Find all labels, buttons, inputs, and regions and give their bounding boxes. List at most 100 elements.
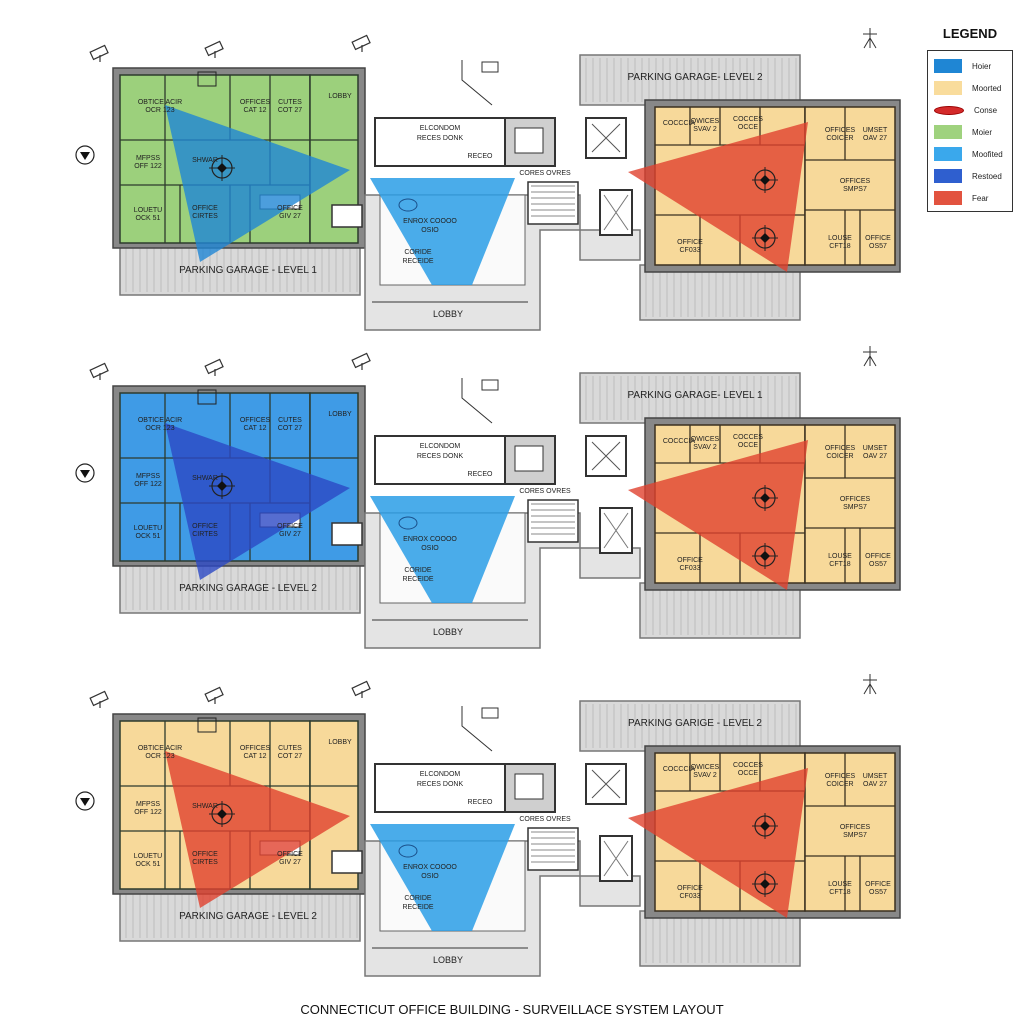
- room-label: ELCONDOM: [420, 771, 461, 778]
- room-label: OBTICE ACIR: [138, 417, 182, 424]
- room-label: COT 27: [278, 753, 302, 760]
- antenna-tower-icon: [863, 28, 877, 49]
- room-label: CIRTES: [192, 213, 218, 220]
- room-label: ENROX COOOO: [403, 218, 457, 225]
- room-label: OSIO: [421, 873, 439, 880]
- room-label: OCR 123: [145, 753, 174, 760]
- lobby-label: LOBBY: [433, 627, 463, 637]
- room-label: LOUETU: [134, 207, 162, 214]
- right-garage-label: PARKING GARAGE- LEVEL 1: [627, 390, 762, 401]
- room-label: RECEO: [468, 799, 493, 806]
- stairwell: [527, 827, 579, 871]
- camera-body: [89, 690, 109, 707]
- legend-item: Moier: [934, 125, 992, 139]
- room-label: OFFICES: [840, 178, 871, 185]
- legend-item: Hoier: [934, 59, 991, 73]
- room-label: ENROX COOOO: [403, 536, 457, 543]
- legend-swatch: [934, 105, 964, 115]
- room-label: SMPS7: [843, 504, 867, 511]
- elevator-cross: [591, 123, 621, 153]
- room-label: LOUETU: [134, 525, 162, 532]
- camera-core: [760, 821, 770, 831]
- camera-body: [204, 686, 224, 703]
- room-label: GIV 27: [279, 859, 301, 866]
- room-label: OFFICES: [840, 824, 871, 831]
- compass-icon: [75, 145, 95, 165]
- room-label: OFFICE: [192, 851, 218, 858]
- room-label: OFFICES: [240, 417, 271, 424]
- lobby-camera-icon: [398, 198, 418, 212]
- room-label: OFFICE: [192, 205, 218, 212]
- room-label: OFF 122: [134, 809, 162, 816]
- security-desk: [331, 850, 363, 874]
- room-label: OCR 123: [145, 425, 174, 432]
- security-camera-icon: [204, 686, 224, 704]
- right-wing-offices-east: [804, 752, 896, 912]
- room-label: OCCE: [738, 124, 759, 131]
- right-garage-label: PARKING GARAGE- LEVEL 2: [627, 72, 762, 83]
- elevator-cross: [603, 840, 629, 877]
- cable-line: [461, 706, 493, 752]
- room-label: CAT 12: [243, 753, 266, 760]
- room-label: LOUSE: [828, 553, 852, 560]
- legend-swatch: [934, 81, 962, 95]
- room-label: COCCCIA: [663, 120, 696, 127]
- room-label: RECES DONK: [417, 453, 464, 460]
- room-label: OFFICE: [865, 235, 891, 242]
- right-wing-offices-east: [804, 424, 896, 584]
- network-device-icon: [481, 379, 499, 391]
- stairwell: [527, 499, 579, 543]
- room-label: SHWAR: [192, 803, 218, 810]
- room-label: CAT 12: [243, 107, 266, 114]
- legend-label: Restoed: [972, 171, 1002, 181]
- elevator-cross: [591, 769, 621, 799]
- room-label: OFFICE: [677, 885, 703, 892]
- lobby-label: LOBBY: [433, 955, 463, 965]
- dome-camera-icon: [752, 871, 778, 897]
- camera-body: [351, 34, 371, 51]
- lobby-camera-coverage-cone: [370, 496, 515, 603]
- room-label: OFFICE: [277, 205, 303, 212]
- room-label: OFFICES: [240, 99, 271, 106]
- room-label: SVAV 2: [693, 444, 717, 451]
- room-label: OFFICES: [240, 745, 271, 752]
- right-camera-coverage-cone: [628, 122, 808, 272]
- right-parking-garage-bottom: [639, 582, 801, 639]
- room-label: ELCONDOM: [420, 125, 461, 132]
- legend-label: Moofited: [972, 149, 1003, 159]
- room-label: RECES DONK: [417, 135, 464, 142]
- stair-icon: [197, 71, 217, 87]
- elevator-icon: [514, 445, 544, 472]
- security-camera-icon: [89, 362, 109, 380]
- security-camera-icon: [89, 690, 109, 708]
- lobby-camera-icon: [398, 844, 418, 858]
- room-label: COCCCIA: [663, 438, 696, 445]
- legend-item: Moorted: [934, 81, 1001, 95]
- room-label: CF033: [679, 893, 700, 900]
- compass-pointer: [80, 798, 90, 806]
- room-label: CFT18: [829, 561, 851, 568]
- room-label: COCCCIA: [663, 766, 696, 773]
- elevator-cross: [603, 194, 629, 231]
- room-label: CORIDE: [404, 567, 432, 574]
- room-label: CORIDE: [404, 895, 432, 902]
- room-label: UMSET: [863, 773, 888, 780]
- room-label: GIV 27: [279, 213, 301, 220]
- stair-icon: [197, 717, 217, 733]
- room-label: CUTES: [278, 745, 302, 752]
- room-label: COT 27: [278, 107, 302, 114]
- dome-camera-icon: [752, 167, 778, 193]
- room-label: OS57: [869, 889, 887, 896]
- camera-core: [760, 551, 770, 561]
- elevator-cross: [591, 441, 621, 471]
- room-label: LOBBY: [328, 411, 352, 418]
- left-parking-garage: [119, 244, 361, 296]
- room-label: CFT18: [829, 889, 851, 896]
- legend-label: Fear: [972, 193, 989, 203]
- legend-item: Conse: [934, 103, 997, 117]
- legend-label: Moier: [972, 127, 993, 137]
- room-label: GIV 27: [279, 531, 301, 538]
- diagram-title: CONNECTICUT OFFICE BUILDING - SURVEILLAC…: [300, 1002, 724, 1017]
- right-parking-garage-bottom: [639, 910, 801, 967]
